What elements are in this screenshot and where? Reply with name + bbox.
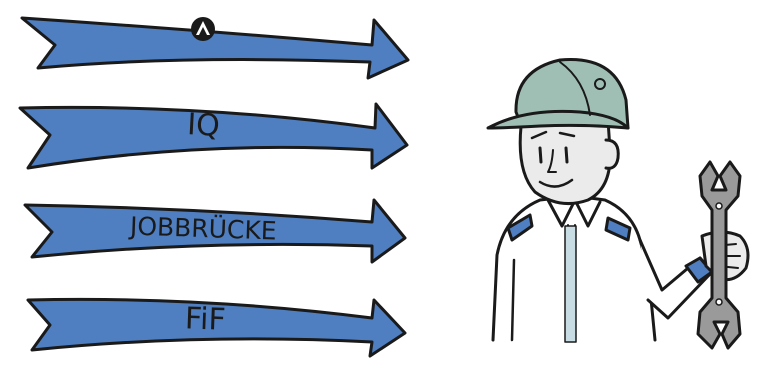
wrench-icon bbox=[696, 160, 742, 350]
arrow-3-label: JOBBRÜCKE bbox=[128, 211, 278, 245]
arrow-4-label: FiF bbox=[184, 301, 226, 337]
worker-figure bbox=[486, 58, 750, 343]
arrow-2: IQ bbox=[18, 102, 409, 170]
arrow-2-label: IQ bbox=[186, 107, 220, 144]
arrow-4: FiF bbox=[26, 297, 407, 358]
right-shoulder-patch bbox=[604, 216, 632, 242]
arrow-3: JOBBRÜCKE bbox=[23, 198, 407, 264]
arrow-1 bbox=[20, 16, 410, 80]
left-shoulder-patch bbox=[506, 213, 534, 242]
agentur-fuer-arbeit-logo bbox=[191, 17, 215, 41]
cap-brim bbox=[486, 109, 630, 130]
worker-head bbox=[518, 116, 612, 206]
worker-collar bbox=[546, 198, 577, 228]
